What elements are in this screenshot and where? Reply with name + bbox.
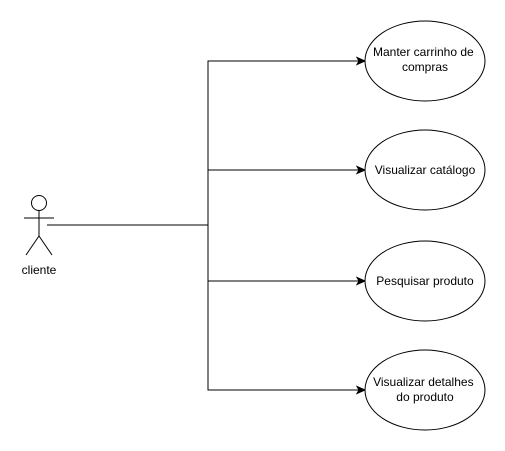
actor-right-leg: [38, 235, 53, 256]
use-case-label: Visualizar catálogo: [375, 163, 476, 177]
connector-to-carrinho: [207, 61, 365, 225]
use-case-label-line: Visualizar catálogo: [375, 163, 476, 177]
connectors: [47, 61, 365, 390]
use-case-ellipse: [364, 20, 486, 102]
connector-to-catalogo: [207, 170, 365, 225]
actor-head: [31, 195, 47, 211]
use-case-ellipse: [364, 129, 486, 211]
use-case-label: Manter carrinho de compras: [373, 45, 477, 74]
use-case-visualizar-catalogo[interactable]: Visualizar catálogo: [364, 129, 486, 211]
use-case-label: Visualizar detalhes do produto: [373, 375, 477, 404]
connector-to-detalhes: [207, 225, 365, 390]
use-case-pesquisar-produto[interactable]: Pesquisar produto: [364, 240, 486, 322]
use-case-manter-carrinho[interactable]: Manter carrinho de compras: [364, 20, 486, 102]
actor-left-leg: [25, 235, 40, 256]
use-case-label-line: do produto: [396, 390, 454, 404]
use-case-label: Pesquisar produto: [376, 274, 474, 288]
actor-label: cliente: [22, 263, 57, 277]
use-case-label-line: Pesquisar produto: [376, 274, 474, 288]
use-case-ellipse: [364, 240, 486, 322]
use-case-ellipse: [364, 349, 486, 431]
actor-cliente[interactable]: cliente: [22, 195, 57, 278]
use-case-label-line: Visualizar detalhes: [373, 375, 474, 389]
connector-to-pesquisar: [207, 225, 365, 281]
use-case-label-line: Manter carrinho de: [373, 45, 474, 59]
use-case-visualizar-detalhes[interactable]: Visualizar detalhes do produto: [364, 349, 486, 431]
use-case-label-line: compras: [402, 60, 448, 74]
